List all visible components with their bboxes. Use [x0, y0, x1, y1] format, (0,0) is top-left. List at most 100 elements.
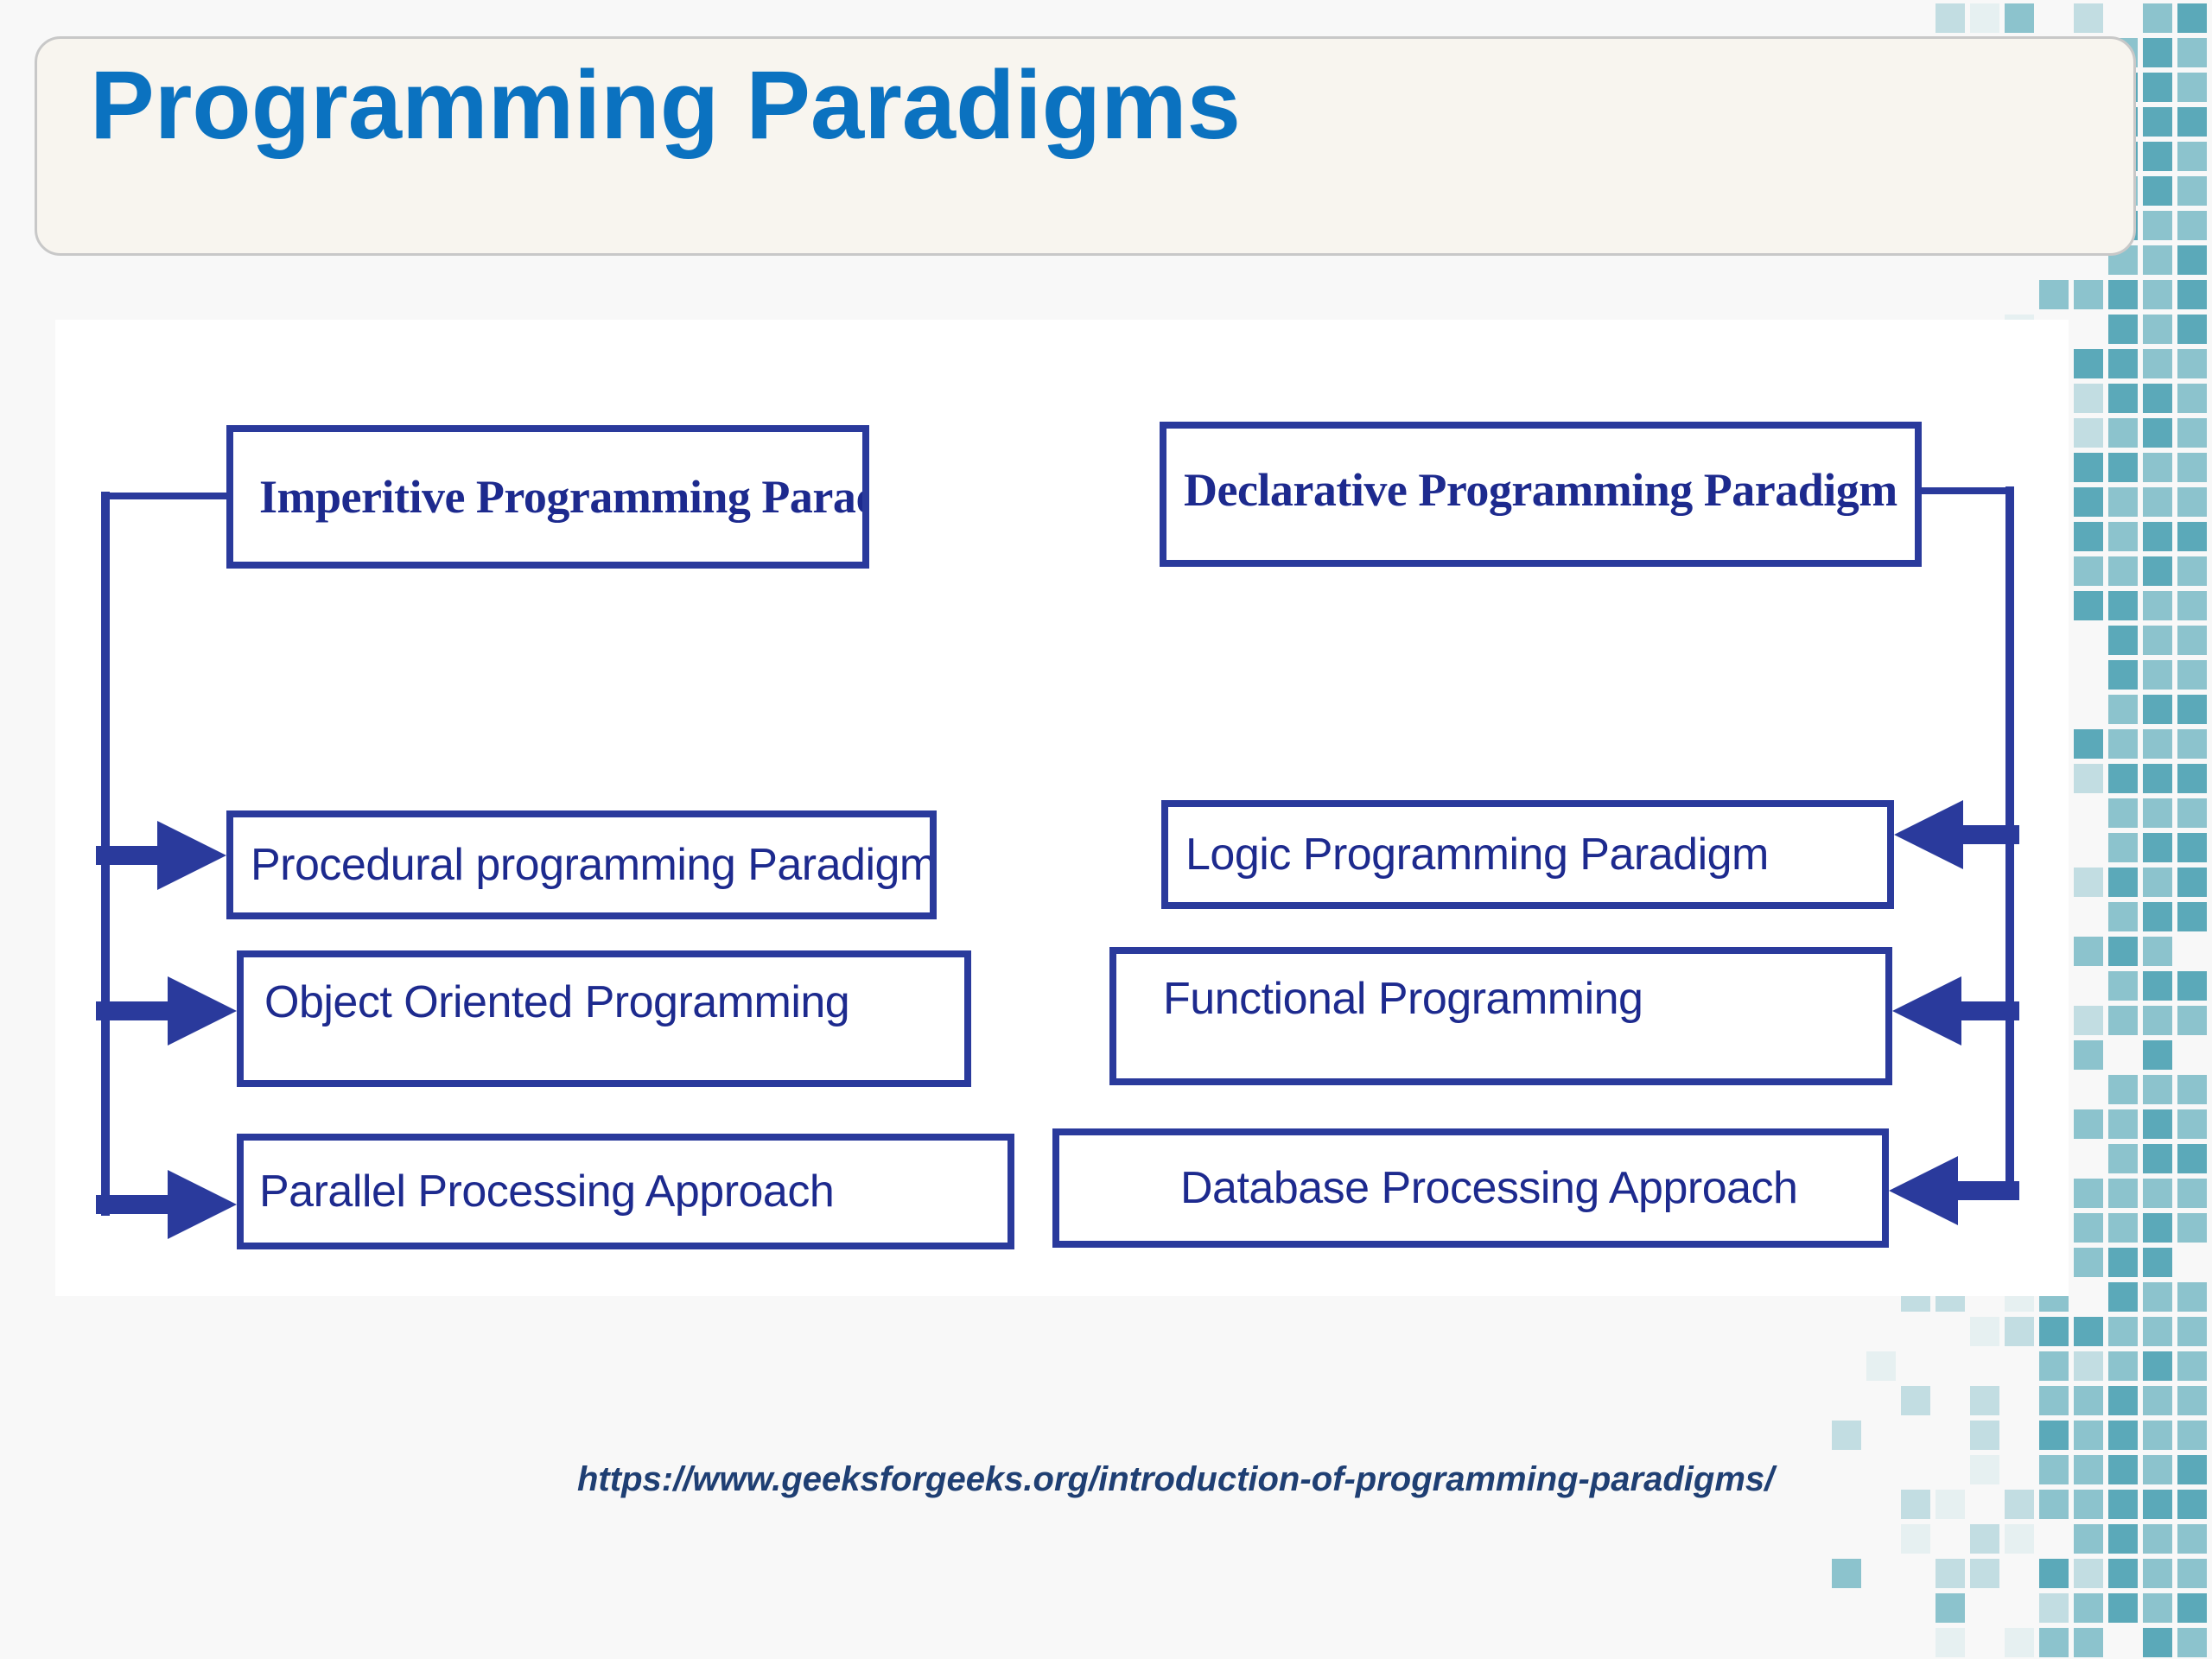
arrow-logic-head: [1894, 800, 1963, 869]
procedural-programming-box: Procedural programming Paradigm: [226, 810, 937, 919]
mosaic-tile: [2177, 176, 2207, 206]
imperative-paradigm-label: Imperitive Programming Paradigm: [259, 471, 862, 523]
page-title: Programming Paradigms: [90, 51, 1241, 159]
mosaic-tile: [2143, 1248, 2172, 1277]
mosaic-tile: [2143, 1593, 2172, 1623]
mosaic-tile: [2108, 556, 2138, 586]
mosaic-tile: [2108, 1421, 2138, 1450]
mosaic-tile: [2074, 556, 2103, 586]
mosaic-tile: [2108, 1006, 2138, 1035]
mosaic-tile: [2039, 1317, 2069, 1346]
mosaic-tile: [2039, 1593, 2069, 1623]
mosaic-tile: [2177, 38, 2207, 67]
mosaic-tile: [2177, 1593, 2207, 1623]
mosaic-tile: [2074, 764, 2103, 793]
mosaic-tile: [2108, 1593, 2138, 1623]
mosaic-tile: [2074, 1179, 2103, 1208]
mosaic-tile: [2177, 1109, 2207, 1139]
mosaic-tile: [2177, 522, 2207, 551]
mosaic-tile: [1832, 1559, 1861, 1588]
mosaic-tile: [2143, 1628, 2172, 1657]
mosaic-tile: [2143, 1559, 2172, 1588]
mosaic-tile: [1936, 1628, 1965, 1657]
mosaic-tile: [2108, 522, 2138, 551]
mosaic-tile: [1970, 1317, 1999, 1346]
mosaic-tile: [2177, 971, 2207, 1001]
arrow-functional-head: [1892, 976, 1961, 1046]
mosaic-tile: [2143, 937, 2172, 966]
mosaic-tile: [2177, 418, 2207, 448]
mosaic-tile: [2108, 280, 2138, 309]
mosaic-tile: [1901, 1524, 1930, 1554]
mosaic-tile: [2005, 1628, 2034, 1657]
mosaic-tile: [2143, 142, 2172, 171]
mosaic-tile: [2177, 1179, 2207, 1208]
mosaic-tile: [2039, 280, 2069, 309]
mosaic-tile: [2074, 1421, 2103, 1450]
mosaic-tile: [2143, 1524, 2172, 1554]
arrow-parallel-head: [168, 1170, 237, 1239]
mosaic-tile: [2177, 626, 2207, 655]
mosaic-tile: [2074, 1109, 2103, 1139]
mosaic-tile: [2108, 1075, 2138, 1104]
mosaic-tile: [2177, 453, 2207, 482]
mosaic-tile: [2177, 660, 2207, 690]
mosaic-tile: [2108, 764, 2138, 793]
source-url[interactable]: https://www.geeksforgeeks.org/introducti…: [577, 1460, 1775, 1498]
mosaic-tile: [2177, 245, 2207, 275]
mosaic-tile: [2108, 1351, 2138, 1381]
mosaic-tile: [1936, 1490, 1965, 1519]
mosaic-tile: [2177, 1317, 2207, 1346]
mosaic-tile: [2108, 315, 2138, 344]
object-oriented-programming-box: Object Oriented Programming: [237, 950, 971, 1087]
mosaic-tile: [2177, 211, 2207, 240]
mosaic-tile: [2143, 349, 2172, 378]
mosaic-tile: [2177, 729, 2207, 759]
mosaic-tile: [2108, 729, 2138, 759]
mosaic-tile: [2143, 660, 2172, 690]
mosaic-tile: [2005, 1317, 2034, 1346]
mosaic-tile: [2074, 487, 2103, 517]
mosaic-tile: [2143, 487, 2172, 517]
mosaic-tile: [1832, 1421, 1861, 1450]
logic-programming-box: Logic Programming Paradigm: [1161, 800, 1894, 909]
mosaic-tile: [2143, 798, 2172, 828]
mosaic-tile: [2177, 1490, 2207, 1519]
mosaic-tile: [2143, 418, 2172, 448]
mosaic-tile: [1970, 3, 1999, 33]
mosaic-tile: [2074, 349, 2103, 378]
mosaic-tile: [2177, 1282, 2207, 1312]
mosaic-tile: [2074, 1386, 2103, 1415]
mosaic-tile: [2074, 1351, 2103, 1381]
declarative-paradigm-label: Declarative Programming Paradigm: [1184, 464, 1897, 516]
mosaic-tile: [2143, 1421, 2172, 1450]
mosaic-tile: [2143, 1490, 2172, 1519]
mosaic-tile: [2074, 729, 2103, 759]
mosaic-tile: [2074, 522, 2103, 551]
mosaic-tile: [2039, 1455, 2069, 1484]
mosaic-tile: [2108, 418, 2138, 448]
mosaic-tile: [2108, 660, 2138, 690]
mosaic-tile: [2143, 1213, 2172, 1243]
mosaic-tile: [2074, 1040, 2103, 1070]
functional-programming-label: Functional Programming: [1163, 974, 1643, 1024]
mosaic-tile: [2074, 1524, 2103, 1554]
mosaic-tile: [2143, 902, 2172, 931]
mosaic-tile: [2143, 1179, 2172, 1208]
mosaic-tile: [2108, 1282, 2138, 1312]
mosaic-tile: [2074, 1006, 2103, 1035]
mosaic-tile: [2177, 73, 2207, 102]
mosaic-tile: [2143, 1040, 2172, 1070]
mosaic-tile: [2143, 1006, 2172, 1035]
mosaic-tile: [2108, 1317, 2138, 1346]
mosaic-tile: [2074, 418, 2103, 448]
mosaic-tile: [2177, 3, 2207, 33]
mosaic-tile: [2108, 487, 2138, 517]
mosaic-tile: [2143, 245, 2172, 275]
mosaic-tile: [2143, 315, 2172, 344]
mosaic-tile: [2177, 349, 2207, 378]
mosaic-tile: [2108, 833, 2138, 862]
mosaic-tile: [2108, 453, 2138, 482]
mosaic-tile: [2108, 349, 2138, 378]
mosaic-tile: [2177, 1524, 2207, 1554]
